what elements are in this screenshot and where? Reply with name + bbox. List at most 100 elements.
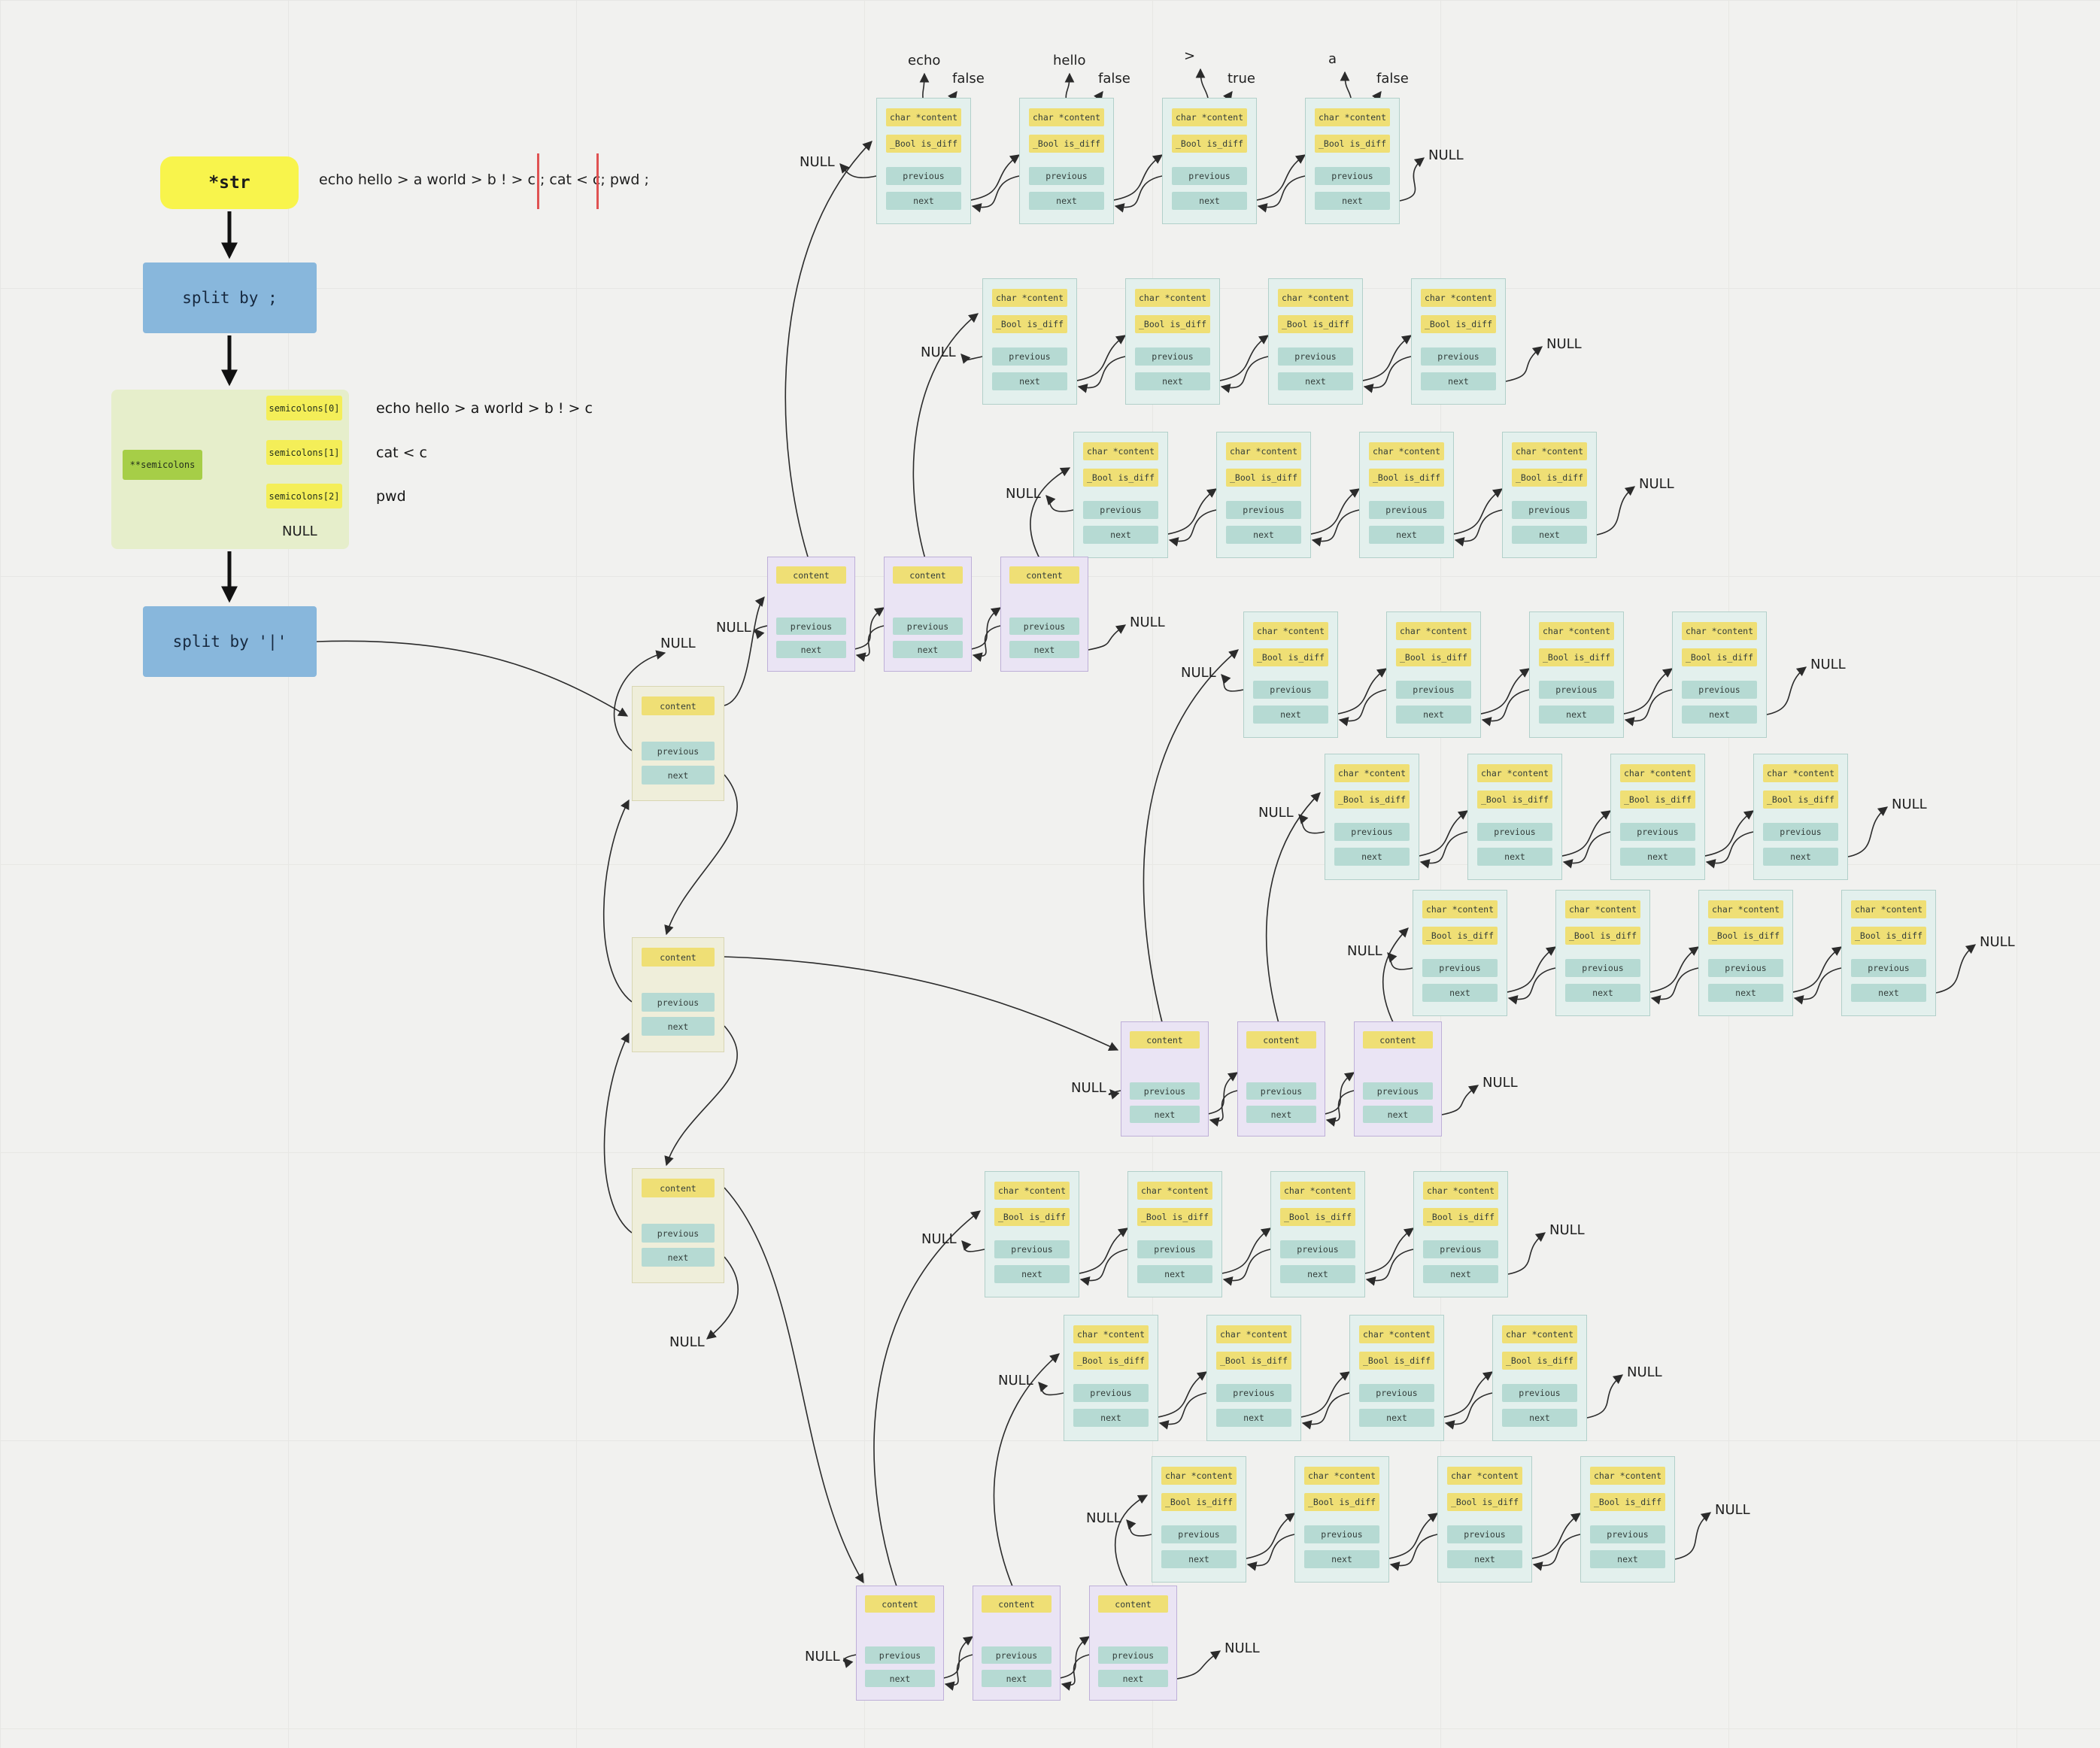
field-previous-label: previous: [1682, 681, 1757, 699]
field-previous-label: previous: [642, 993, 715, 1012]
field-next-label: next: [1130, 1106, 1200, 1123]
null-label: NULL: [1006, 486, 1041, 502]
field-next-label: next: [1216, 1409, 1291, 1427]
field-content-label: char *content: [1512, 442, 1587, 460]
field-next-label: next: [1565, 984, 1640, 1002]
semicolon-marker-line: [537, 153, 539, 209]
token-label: true: [1228, 71, 1255, 86]
token-label: >: [1184, 48, 1196, 64]
field-previous-label: previous: [1851, 959, 1926, 977]
semicolons-pointer-box: **semicolons: [123, 450, 202, 480]
field-next-label: next: [1359, 1409, 1434, 1427]
field-previous-label: previous: [1098, 1646, 1168, 1664]
field-isdiff-label: _Bool is_diff: [1477, 791, 1552, 809]
field-next-label: next: [1098, 1670, 1168, 1687]
field-previous-label: previous: [1130, 1082, 1200, 1100]
field-previous-label: previous: [1565, 959, 1640, 977]
field-isdiff-label: _Bool is_diff: [1590, 1493, 1665, 1511]
field-previous-label: previous: [1278, 347, 1353, 366]
field-content-label: char *content: [1135, 289, 1210, 307]
null-label: NULL: [1224, 1640, 1260, 1656]
null-label: NULL: [1546, 336, 1582, 352]
field-isdiff-label: _Bool is_diff: [1421, 315, 1496, 333]
field-previous-label: previous: [1029, 167, 1104, 185]
field-content-label: char *content: [1359, 1325, 1434, 1343]
field-isdiff-label: _Bool is_diff: [1278, 315, 1353, 333]
field-next-label: next: [1477, 848, 1552, 866]
field-previous-label: previous: [1253, 681, 1328, 699]
field-next-label: next: [1396, 706, 1471, 724]
null-label: NULL: [1627, 1364, 1662, 1380]
field-isdiff-label: _Bool is_diff: [994, 1208, 1070, 1226]
field-content-label: char *content: [1396, 622, 1471, 640]
field-previous-label: previous: [1135, 347, 1210, 366]
field-content-label: content: [1130, 1031, 1200, 1048]
field-previous-label: previous: [1073, 1384, 1149, 1402]
field-previous-label: previous: [776, 618, 846, 635]
field-isdiff-label: _Bool is_diff: [1512, 469, 1587, 487]
field-previous-label: previous: [1226, 501, 1301, 519]
field-next-label: next: [1172, 192, 1247, 210]
null-label: NULL: [1892, 797, 1927, 812]
field-content-label: content: [776, 566, 846, 584]
field-content-label: content: [893, 566, 963, 584]
null-label: NULL: [1086, 1510, 1121, 1526]
field-next-label: next: [1278, 372, 1353, 390]
field-content-label: char *content: [1708, 900, 1783, 918]
field-content-label: content: [1246, 1031, 1316, 1048]
field-previous-label: previous: [1620, 823, 1695, 841]
field-content-label: char *content: [1421, 289, 1496, 307]
field-isdiff-label: _Bool is_diff: [1137, 1208, 1212, 1226]
field-previous-label: previous: [1246, 1082, 1316, 1100]
field-next-label: next: [1161, 1550, 1237, 1568]
array-null-label: NULL: [282, 523, 317, 539]
field-isdiff-label: _Bool is_diff: [1539, 648, 1614, 666]
field-next-label: next: [1315, 192, 1390, 210]
field-previous-label: previous: [982, 1646, 1052, 1664]
field-isdiff-label: _Bool is_diff: [1161, 1493, 1237, 1511]
field-content-label: content: [982, 1595, 1052, 1613]
null-label: NULL: [716, 620, 751, 636]
field-next-label: next: [1334, 848, 1410, 866]
field-previous-label: previous: [1304, 1525, 1379, 1543]
field-content-label: char *content: [1334, 764, 1410, 782]
field-next-label: next: [1502, 1409, 1577, 1427]
field-isdiff-label: _Bool is_diff: [1565, 927, 1640, 945]
token-label: false: [1376, 71, 1409, 86]
input-string-annotation: echo hello > a world > b ! > c ; cat < c…: [319, 171, 649, 188]
field-content-label: char *content: [1137, 1182, 1212, 1200]
field-content-label: char *content: [1423, 1182, 1498, 1200]
null-label: NULL: [1130, 615, 1165, 630]
split-by-pipe-box: split by '|': [143, 606, 317, 677]
null-label: NULL: [669, 1334, 705, 1350]
field-next-label: next: [1029, 192, 1104, 210]
field-previous-label: previous: [1539, 681, 1614, 699]
semicolons-item-2: semicolons[2]: [266, 484, 342, 508]
field-content-label: char *content: [1620, 764, 1695, 782]
field-next-label: next: [1708, 984, 1783, 1002]
field-next-label: next: [886, 192, 961, 210]
token-label: echo: [908, 53, 941, 68]
field-next-label: next: [992, 372, 1067, 390]
field-isdiff-label: _Bool is_diff: [1423, 1208, 1498, 1226]
field-previous-label: previous: [1315, 167, 1390, 185]
field-content-label: char *content: [1216, 1325, 1291, 1343]
field-content-label: char *content: [1539, 622, 1614, 640]
field-next-label: next: [1369, 526, 1444, 544]
field-previous-label: previous: [1477, 823, 1552, 841]
field-next-label: next: [1226, 526, 1301, 544]
field-content-label: char *content: [1682, 622, 1757, 640]
str-pointer-box: *str: [160, 156, 299, 209]
field-next-label: next: [1422, 984, 1498, 1002]
null-label: NULL: [1347, 943, 1382, 959]
field-previous-label: previous: [1083, 501, 1158, 519]
field-previous-label: previous: [1421, 347, 1496, 366]
field-next-label: next: [642, 1017, 715, 1036]
field-isdiff-label: _Bool is_diff: [1708, 927, 1783, 945]
field-content-label: char *content: [994, 1182, 1070, 1200]
null-label: NULL: [1810, 657, 1846, 672]
field-isdiff-label: _Bool is_diff: [1304, 1493, 1379, 1511]
null-label: NULL: [921, 1231, 957, 1247]
field-content-label: char *content: [1477, 764, 1552, 782]
field-next-label: next: [1421, 372, 1496, 390]
